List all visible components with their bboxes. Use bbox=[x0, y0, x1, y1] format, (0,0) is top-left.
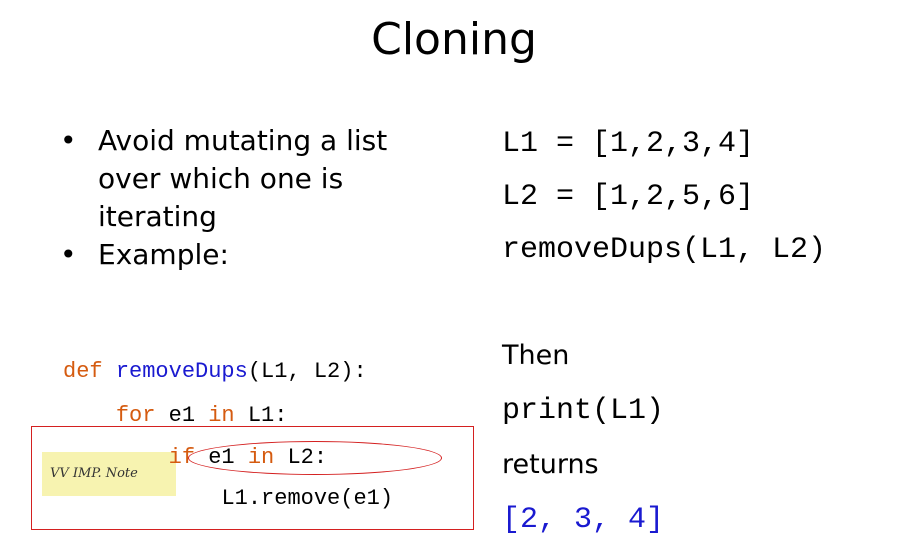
function-call: removeDups(L1, L2) bbox=[502, 233, 827, 267]
bullet-line: over which one is bbox=[98, 162, 344, 195]
l2-assignment: L2 = [1,2,5,6] bbox=[502, 180, 755, 214]
indent bbox=[63, 486, 221, 511]
bullet-dot: • bbox=[60, 238, 77, 271]
code-line-def: def removeDups(L1, L2): bbox=[63, 357, 367, 387]
bullet-line: Avoid mutating a list bbox=[98, 124, 388, 157]
if-keyword: if bbox=[168, 445, 196, 470]
highlight-box bbox=[31, 426, 474, 530]
code-text: e1 bbox=[155, 403, 209, 428]
l1-assignment: L1 = [1,2,3,4] bbox=[502, 127, 755, 161]
code-text: e1 bbox=[195, 445, 248, 470]
code-line-remove: L1.remove(e1) bbox=[63, 484, 393, 514]
print-call: print(L1) bbox=[502, 394, 665, 428]
code-text: L2: bbox=[274, 445, 328, 470]
result-value: [2, 3, 4] bbox=[502, 503, 665, 537]
in-keyword: in bbox=[208, 403, 235, 428]
function-args: (L1, L2): bbox=[247, 359, 367, 384]
bullet-list: • Avoid mutating a list over which one i… bbox=[60, 122, 387, 274]
indent bbox=[63, 445, 169, 470]
code-line-if: if e1 in L2: bbox=[63, 443, 327, 473]
for-keyword: for bbox=[115, 403, 156, 428]
def-keyword: def bbox=[63, 359, 103, 384]
then-text: Then bbox=[502, 340, 570, 371]
bullet-line: Example: bbox=[98, 238, 229, 271]
code-line-for: for e1 in L1: bbox=[63, 401, 288, 431]
bullet-item: • Avoid mutating a list over which one i… bbox=[60, 122, 387, 236]
code-text: L1: bbox=[234, 403, 288, 428]
indent bbox=[63, 403, 116, 428]
in-keyword: in bbox=[247, 445, 275, 470]
highlight-ellipse bbox=[188, 441, 442, 475]
code-text: L1.remove(e1) bbox=[221, 486, 394, 511]
function-name: removeDups bbox=[115, 359, 248, 384]
slide-title: Cloning bbox=[371, 14, 537, 65]
bullet-item: • Example: bbox=[60, 236, 387, 274]
bullet-line: iterating bbox=[98, 200, 217, 233]
returns-text: returns bbox=[502, 449, 599, 480]
sticky-note: VV IMP. Note bbox=[42, 452, 176, 496]
bullet-dot: • bbox=[60, 124, 77, 157]
